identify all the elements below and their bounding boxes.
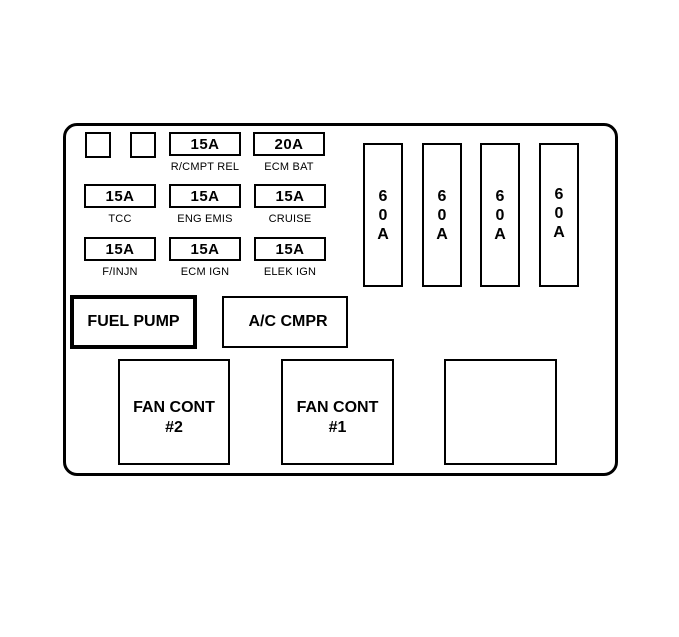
fuse-tcc: 15A — [84, 184, 156, 208]
fuse-label: ECM BAT — [264, 161, 314, 173]
fuse-label: TCC — [108, 213, 132, 225]
maxi-fuse-2: 6 0 A — [422, 143, 462, 287]
relay-label: FAN CONT #1 — [296, 399, 379, 436]
fuse-rating: 15A — [190, 187, 220, 205]
fuse-rating: 20A — [274, 135, 304, 153]
relay-label: A/C CMPR — [248, 313, 328, 330]
maxi-fuse-rating: 6 0 A — [553, 186, 565, 241]
fuse-ecm-bat: 20A — [253, 132, 325, 156]
maxi-fuse-3: 6 0 A — [480, 143, 520, 287]
fuse-cruise: 15A — [254, 184, 326, 208]
fuse-rating: 15A — [190, 240, 220, 258]
maxi-fuse-rating: 6 0 A — [494, 188, 506, 243]
fuse-label: ENG EMIS — [177, 213, 233, 225]
maxi-fuse-1: 6 0 A — [363, 143, 403, 287]
empty-fuse-slot-1 — [85, 132, 111, 158]
fuse-label: R/CMPT REL — [170, 161, 240, 173]
ac-compressor-relay: A/C CMPR — [222, 296, 348, 348]
fan-control-1-relay: FAN CONT #1 — [281, 359, 394, 465]
fuse-elek-ign: 15A — [254, 237, 326, 261]
fuse-rcmpt-rel: 15A — [169, 132, 241, 156]
fan-control-2-relay: FAN CONT #2 — [118, 359, 230, 465]
fuse-label: ECM IGN — [180, 266, 230, 278]
fuse-rating: 15A — [105, 187, 135, 205]
maxi-fuse-4: 6 0 A — [539, 143, 579, 287]
relay-label: FUEL PUMP — [87, 313, 180, 330]
fuse-ecm-ign: 15A — [169, 237, 241, 261]
fuse-label: ELEK IGN — [263, 266, 317, 278]
fuse-rating: 15A — [105, 240, 135, 258]
relay-label — [446, 361, 555, 463]
fuse-rating: 15A — [190, 135, 220, 153]
fuse-label: CRUISE — [268, 213, 312, 225]
fuel-pump-relay: FUEL PUMP — [70, 295, 197, 349]
fuse-eng-emis: 15A — [169, 184, 241, 208]
blank-relay — [444, 359, 557, 465]
relay-label: FAN CONT #2 — [133, 399, 215, 436]
fuse-rating: 15A — [275, 240, 305, 258]
fuse-label: F/INJN — [102, 266, 138, 278]
fuse-rating: 15A — [275, 187, 305, 205]
maxi-fuse-rating: 6 0 A — [436, 188, 448, 243]
maxi-fuse-rating: 6 0 A — [377, 188, 389, 243]
fuse-block-panel — [63, 123, 618, 476]
fuse-f-injn: 15A — [84, 237, 156, 261]
empty-fuse-slot-2 — [130, 132, 156, 158]
